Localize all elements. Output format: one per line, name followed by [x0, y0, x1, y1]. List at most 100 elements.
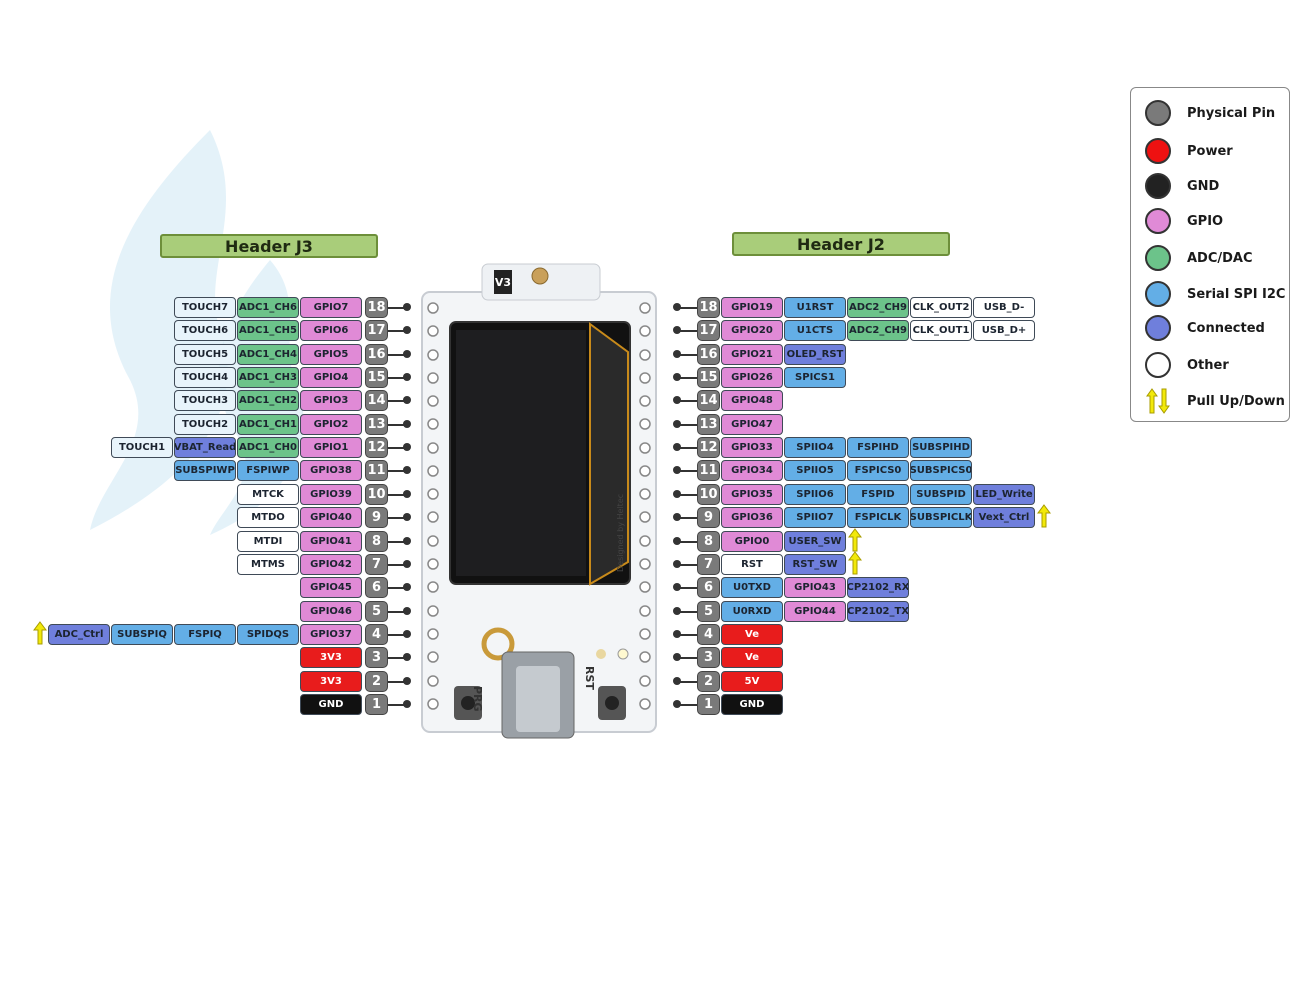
pin-lead [678, 633, 697, 636]
pin-dot [403, 699, 411, 708]
pin-dot [673, 676, 681, 685]
pin-label: CP2102_RX [847, 577, 909, 599]
pin-label: GPIO26 [721, 367, 783, 389]
legend-item: Power [1145, 136, 1233, 166]
pin-label: ADC2_CH9 [847, 297, 909, 318]
pin-label: FSPIQ [174, 623, 236, 645]
pin-label: GPIO0 [721, 530, 783, 552]
pin-number: 15 [365, 367, 388, 389]
legend-item: Other [1145, 350, 1229, 380]
pin-label: ADC1_CH5 [237, 320, 299, 342]
pin-number: 18 [365, 297, 388, 318]
pin-label: ADC2_CH9 [847, 320, 909, 342]
pin-label: FSPICLK [847, 507, 909, 529]
pin-label: ADC1_CH2 [237, 390, 299, 412]
legend-item: Connected [1145, 313, 1265, 343]
legend-label: GND [1187, 178, 1220, 194]
pin-label: MTCK [237, 483, 299, 505]
pin-label: SPIIO5 [784, 460, 846, 482]
legend-swatch-icon [1145, 173, 1171, 199]
pin-number: 3 [365, 647, 388, 669]
pin-label: USB_D+ [973, 320, 1035, 342]
pin-dot [403, 303, 411, 311]
pin-label: U0TXD [721, 577, 783, 599]
pin-label: ADC1_CH3 [237, 367, 299, 389]
legend-label: Physical Pin [1187, 105, 1276, 121]
pin-label: Ve [721, 647, 783, 669]
pin-number: 8 [365, 530, 388, 552]
pin-lead [388, 563, 408, 566]
pin-label: GPIO41 [300, 530, 362, 552]
pin-label: SPIIO7 [784, 507, 846, 529]
pin-lead [388, 703, 408, 706]
pin-label: Vext_Ctrl [973, 507, 1035, 529]
pin-number: 9 [697, 507, 720, 529]
pin-label: 3V3 [300, 670, 362, 692]
pin-label: SUBSPIHD [910, 437, 972, 459]
pin-dot [673, 489, 681, 498]
pin-lead [388, 423, 408, 426]
pin-number: 2 [697, 670, 720, 692]
pin-lead [388, 680, 408, 683]
pin-label: TOUCH3 [174, 390, 236, 412]
board-label-rst: RST [583, 666, 596, 690]
pull-up-down-icon [848, 551, 862, 575]
pull-up-down-icon [33, 621, 47, 645]
pin-lead [388, 493, 408, 496]
pin-dot [403, 349, 411, 358]
pin-label: GND [300, 693, 362, 715]
pin-label: SUBSPIWP [174, 460, 236, 482]
pin-label: GPIO20 [721, 320, 783, 342]
pin-dot [403, 606, 411, 615]
pin-label: LED_Write [973, 483, 1035, 505]
pin-lead [678, 540, 697, 543]
pin-dot [403, 443, 411, 452]
pin-label: TOUCH5 [174, 343, 236, 365]
pin-dot [403, 653, 411, 662]
pin-label: CLK_OUT1 [910, 320, 972, 342]
pin-number: 4 [697, 623, 720, 645]
legend-swatch-icon [1145, 281, 1171, 307]
pin-label: GPIO39 [300, 483, 362, 505]
pin-label: GPIO33 [721, 437, 783, 459]
pin-lead [388, 657, 408, 660]
pin-label: TOUCH6 [174, 320, 236, 342]
pin-number: 12 [365, 437, 388, 459]
pin-label: TOUCH1 [111, 437, 173, 459]
pin-lead [678, 610, 697, 613]
legend-swatch-icon [1145, 245, 1171, 271]
pin-label: SPIIO6 [784, 483, 846, 505]
pin-label: TOUCH7 [174, 297, 236, 318]
legend-item: GND [1145, 171, 1219, 201]
pin-number: 17 [365, 320, 388, 342]
legend-label: Connected [1187, 320, 1265, 336]
pin-dot [403, 583, 411, 592]
pin-lead [678, 493, 697, 496]
pin-dot [673, 653, 681, 662]
pin-lead [678, 377, 697, 380]
pin-dot [673, 373, 681, 382]
pin-dot [403, 536, 411, 545]
pin-lead [388, 470, 408, 473]
pin-label: GPIO3 [300, 390, 362, 412]
pin-number: 11 [697, 460, 720, 482]
pin-label: MTDO [237, 507, 299, 529]
pin-number: 16 [697, 343, 720, 365]
pin-label: GPIO44 [784, 600, 846, 622]
pin-dot [403, 489, 411, 498]
pin-dot [403, 373, 411, 382]
pin-dot [403, 396, 411, 405]
pin-label: U1CTS [784, 320, 846, 342]
pin-number: 1 [365, 693, 388, 715]
pin-lead [678, 447, 697, 450]
legend-swatch-icon [1145, 100, 1171, 126]
pin-label: RST_SW [784, 553, 846, 575]
pin-lead [678, 680, 697, 683]
pin-label: GPIO7 [300, 297, 362, 318]
pin-number: 1 [697, 693, 720, 715]
pin-number: 9 [365, 507, 388, 529]
pin-dot [673, 559, 681, 568]
pin-label: VBAT_Read [174, 437, 236, 459]
pin-dot [403, 466, 411, 475]
pin-lead [388, 610, 408, 613]
